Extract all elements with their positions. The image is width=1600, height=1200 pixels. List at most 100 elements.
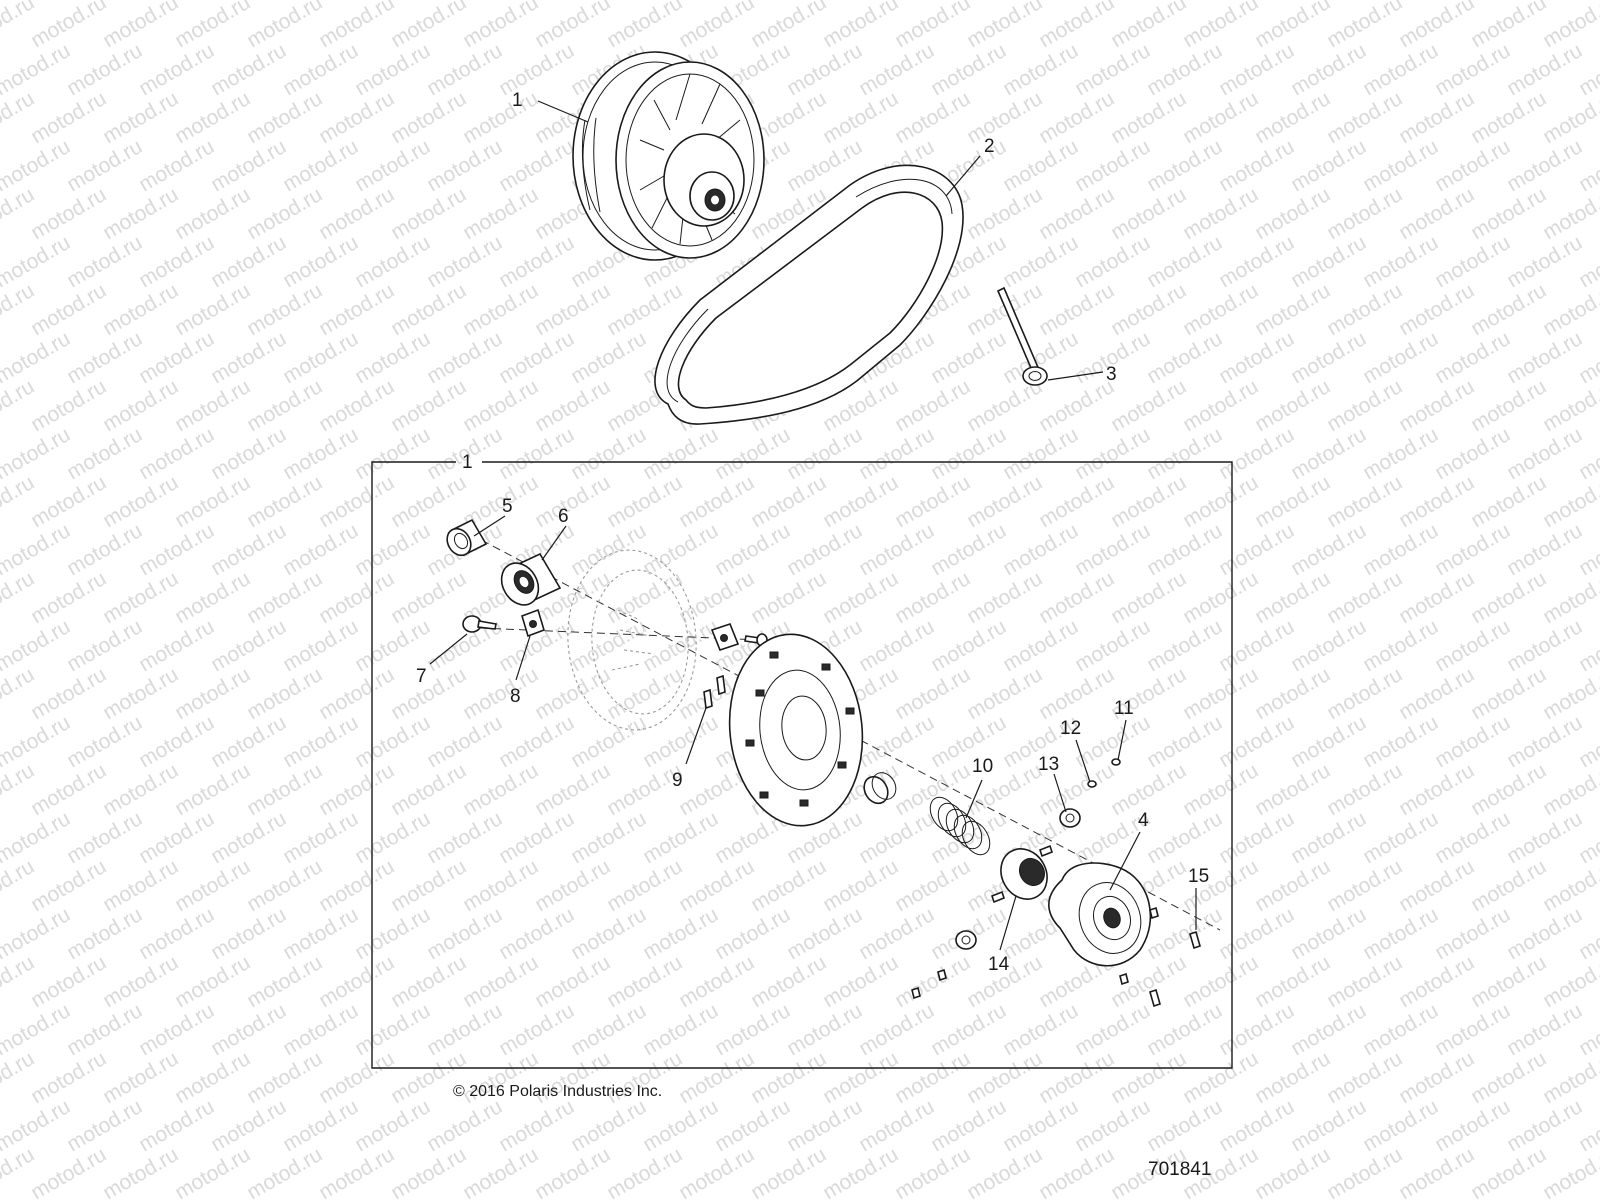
watermark-text: motod.ru — [99, 375, 182, 436]
watermark-text: motod.ru — [567, 903, 650, 964]
watermark-text: motod.ru — [171, 87, 254, 148]
watermark-text: motod.ru — [1215, 135, 1298, 196]
watermark-text: motod.ru — [315, 567, 398, 628]
copyright-notice: © 2016 Polaris Industries Inc. — [453, 1083, 663, 1100]
watermark-text: motod.ru — [747, 855, 830, 916]
watermark-text: motod.ru — [1143, 135, 1226, 196]
watermark-text: motod.ru — [1395, 279, 1478, 340]
watermark-text: motod.ru — [1251, 951, 1334, 1012]
watermark-text: motod.ru — [1143, 519, 1226, 580]
watermark-text: motod.ru — [387, 0, 470, 52]
watermark-text: motod.ru — [1287, 711, 1370, 772]
watermark-text: motod.ru — [63, 327, 146, 388]
watermark-text: motod.ru — [927, 327, 1010, 388]
watermark-text: motod.ru — [1035, 183, 1118, 244]
watermark-text: motod.ru — [207, 135, 290, 196]
watermark-text: motod.ru — [1503, 1095, 1586, 1156]
watermark-text: motod.ru — [171, 183, 254, 244]
watermark-text: motod.ru — [891, 471, 974, 532]
watermark-text: motod.ru — [1251, 1143, 1334, 1200]
watermark-text: motod.ru — [1323, 1047, 1406, 1108]
watermark-text: motod.ru — [1467, 0, 1550, 52]
watermark-text: motod.ru — [855, 1095, 938, 1156]
watermark-text: motod.ru — [675, 1143, 758, 1200]
watermark-text: motod.ru — [819, 567, 902, 628]
watermark-text: motod.ru — [351, 1095, 434, 1156]
watermark-text: motod.ru — [567, 711, 650, 772]
watermark-text: motod.ru — [63, 519, 146, 580]
watermark-text: motod.ru — [963, 0, 1046, 52]
watermark-text: motod.ru — [1467, 951, 1550, 1012]
watermark-text: motod.ru — [243, 855, 326, 916]
watermark-text: motod.ru — [747, 951, 830, 1012]
watermark-text: motod.ru — [1323, 375, 1406, 436]
watermark-text: motod.ru — [783, 1095, 866, 1156]
watermark-text: motod.ru — [279, 807, 362, 868]
watermark-text: motod.ru — [27, 567, 110, 628]
watermark-text: motod.ru — [855, 39, 938, 100]
watermark-text: motod.ru — [639, 999, 722, 1060]
watermark-text: motod.ru — [1323, 471, 1406, 532]
watermark-text: motod.ru — [1215, 39, 1298, 100]
watermark-text: motod.ru — [1431, 327, 1514, 388]
watermark-text: motod.ru — [27, 375, 110, 436]
watermark-text: motod.ru — [495, 135, 578, 196]
watermark-text: motod.ru — [315, 855, 398, 916]
watermark-text: motod.ru — [531, 0, 614, 52]
watermark-text: motod.ru — [1215, 423, 1298, 484]
watermark-text: motod.ru — [1071, 231, 1154, 292]
watermark-text: motod.ru — [1359, 903, 1442, 964]
watermark-text: motod.ru — [1251, 471, 1334, 532]
watermark-text: motod.ru — [351, 423, 434, 484]
watermark-text: motod.ru — [243, 279, 326, 340]
watermark-text: motod.ru — [1251, 279, 1334, 340]
watermark-text: motod.ru — [279, 135, 362, 196]
watermark-text: motod.ru — [1359, 231, 1442, 292]
watermark-text: motod.ru — [1575, 0, 1600, 4]
watermark-text: motod.ru — [855, 711, 938, 772]
watermark-text: motod.ru — [1035, 0, 1118, 52]
watermark-text: motod.ru — [1107, 1047, 1190, 1108]
watermark-text: motod.ru — [315, 471, 398, 532]
watermark-text: motod.ru — [1287, 903, 1370, 964]
watermark-text: motod.ru — [243, 663, 326, 724]
watermark-text: motod.ru — [459, 663, 542, 724]
watermark-text: motod.ru — [531, 759, 614, 820]
watermark-text: motod.ru — [567, 615, 650, 676]
watermark-text: motod.ru — [747, 1143, 830, 1200]
watermark-text: motod.ru — [711, 519, 794, 580]
watermark-text: motod.ru — [423, 999, 506, 1060]
watermark-text: motod.ru — [891, 567, 974, 628]
watermark-text: motod.ru — [891, 375, 974, 436]
watermark-text: motod.ru — [423, 135, 506, 196]
watermark-text: motod.ru — [927, 1095, 1010, 1156]
watermark-text: motod.ru — [783, 999, 866, 1060]
watermark-text: motod.ru — [207, 327, 290, 388]
watermark-text: motod.ru — [1215, 519, 1298, 580]
watermark-text: motod.ru — [567, 519, 650, 580]
drawing-number: 701841 — [1148, 1159, 1212, 1180]
watermark-text: motod.ru — [1179, 471, 1262, 532]
watermark-text: motod.ru — [459, 183, 542, 244]
watermark-text: motod.ru — [1287, 807, 1370, 868]
watermark-text: motod.ru — [711, 423, 794, 484]
watermark-text: motod.ru — [171, 759, 254, 820]
watermark-text: motod.ru — [459, 0, 542, 52]
watermark-text: motod.ru — [603, 1143, 686, 1200]
watermark-text: motod.ru — [387, 759, 470, 820]
watermark-text: motod.ru — [171, 1143, 254, 1200]
bushing — [446, 518, 488, 557]
watermark-text: motod.ru — [675, 1047, 758, 1108]
watermark-text: motod.ru — [1179, 663, 1262, 724]
watermark-text: motod.ru — [1287, 423, 1370, 484]
watermark-text: motod.ru — [171, 471, 254, 532]
watermark-text: motod.ru — [279, 903, 362, 964]
watermark-text: motod.ru — [135, 999, 218, 1060]
watermark-text: motod.ru — [63, 39, 146, 100]
watermark-text: motod.ru — [891, 1143, 974, 1200]
watermark-text: motod.ru — [1323, 951, 1406, 1012]
watermark-text: motod.ru — [531, 279, 614, 340]
watermark-text: motod.ru — [279, 327, 362, 388]
watermark-text: motod.ru — [135, 615, 218, 676]
watermark-text: motod.ru — [1107, 0, 1190, 52]
